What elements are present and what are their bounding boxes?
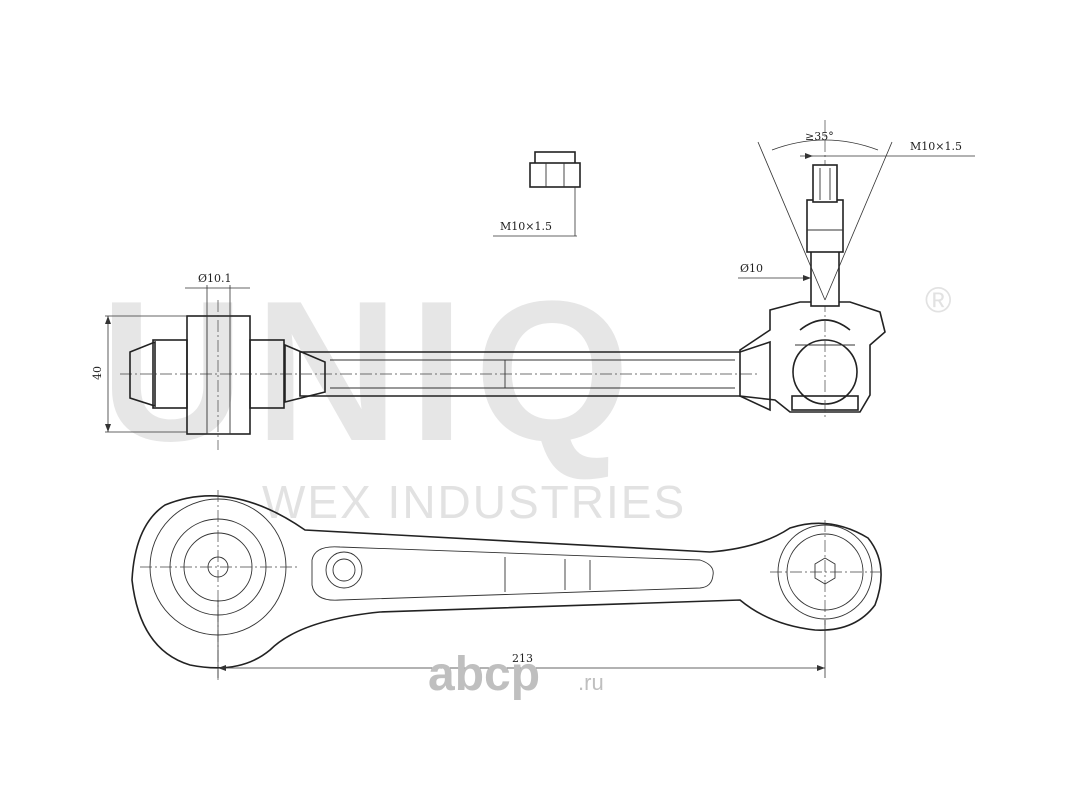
nut: M10×1.5 — [493, 151, 581, 237]
watermark: UNIQ ® WEX INDUSTRIES — [100, 260, 952, 528]
cone-angle-label: ≥35° — [805, 130, 834, 143]
site-name: abcp — [428, 648, 540, 701]
watermark-company: WEX INDUSTRIES — [262, 476, 686, 528]
top-view: 213 — [131, 490, 882, 680]
site-watermark: abcp .ru — [428, 648, 604, 701]
bushing-bore-label: Ø10.1 — [198, 272, 232, 285]
watermark-brand: UNIQ — [100, 260, 640, 483]
side-view: 40 Ø10.1 ≥35° M10×1.5 Ø10 — [91, 120, 975, 450]
stud-thread-label: M10×1.5 — [910, 140, 962, 153]
nut-thread-label: M10×1.5 — [500, 220, 552, 233]
stud-diameter-label: Ø10 — [740, 262, 763, 275]
overall-length-label: 213 — [512, 652, 533, 665]
watermark-registered-mark: ® — [925, 279, 952, 320]
bushing-width-label: 40 — [91, 366, 104, 380]
site-tld: .ru — [578, 670, 604, 695]
